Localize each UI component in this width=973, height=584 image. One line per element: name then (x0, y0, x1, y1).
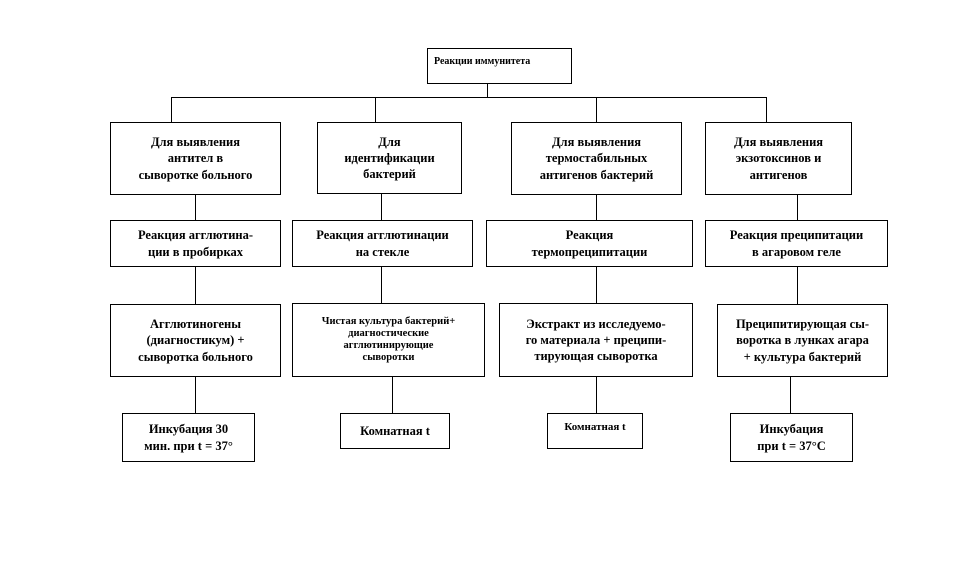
connector-col1-components-incubation (195, 377, 196, 413)
col1-reaction-box: Реакция агглютина- ции в пробирках (110, 220, 281, 267)
col2-components-box: Чистая культура бактерий+ диагностически… (292, 303, 485, 377)
connector-col4-components-incubation (790, 377, 791, 413)
col1-purpose-box: Для выявления антител в сыворотке больно… (110, 122, 281, 195)
connector-col2-reaction-components (381, 267, 382, 303)
col4-reaction-box: Реакция преципитации в агаровом геле (705, 220, 888, 267)
connector-horizontal-bus (171, 97, 767, 98)
col4-purpose-box: Для выявления экзотоксинов и антигенов (705, 122, 852, 195)
col2-incubation-box: Комнатная t (340, 413, 450, 449)
col3-components-box: Экстракт из исследуемо- го материала + п… (499, 303, 693, 377)
connector-col2-down (375, 97, 376, 122)
col3-purpose-box: Для выявления термостабильных антигенов … (511, 122, 682, 195)
connector-col4-reaction-components (797, 267, 798, 304)
connector-col4-down (766, 97, 767, 122)
connector-col3-down (596, 97, 597, 122)
connector-col2-purpose-reaction (381, 194, 382, 220)
col2-reaction-box: Реакция агглютинации на стекле (292, 220, 473, 267)
connector-root-down (487, 84, 488, 97)
connector-col1-down (171, 97, 172, 122)
col1-components-box: Агглютиногены (диагностикум) + сыворотка… (110, 304, 281, 377)
col1-incubation-box: Инкубация 30 мин. при t = 37° (122, 413, 255, 462)
connector-col3-components-incubation (596, 377, 597, 413)
connector-col3-purpose-reaction (596, 195, 597, 220)
col4-incubation-box: Инкубация при t = 37°C (730, 413, 853, 462)
col2-purpose-box: Для идентификации бактерий (317, 122, 462, 194)
connector-col1-purpose-reaction (195, 195, 196, 220)
connector-col2-components-incubation (392, 377, 393, 413)
connector-col1-reaction-components (195, 267, 196, 304)
connector-col4-purpose-reaction (797, 195, 798, 220)
col3-incubation-box: Комнатная t (547, 413, 643, 449)
root-box: Реакции иммунитета (427, 48, 572, 84)
connector-col3-reaction-components (596, 267, 597, 303)
col4-components-box: Преципитирующая сы- воротка в лунках ага… (717, 304, 888, 377)
col3-reaction-box: Реакция термопреципитации (486, 220, 693, 267)
